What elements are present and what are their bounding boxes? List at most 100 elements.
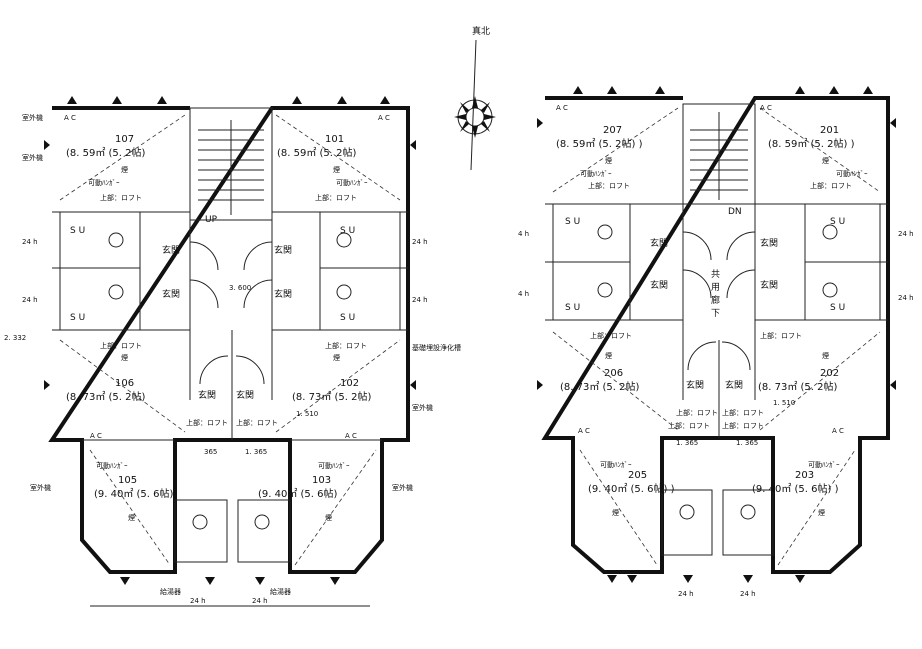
su-label: S U <box>565 303 580 313</box>
room-205-number: 205 <box>628 470 647 481</box>
smoke-detector-icon: 煙 <box>128 513 135 522</box>
smoke-detector-icon: 煙 <box>121 353 128 362</box>
ac-label: A C <box>578 427 590 435</box>
room-102-number: 102 <box>340 378 359 389</box>
movable-hanger-label: 可動ﾊﾝｶﾞｰ <box>88 178 120 187</box>
entrance-label: 玄関 <box>236 389 254 401</box>
outdoor-unit-label: 室外機 <box>22 113 43 122</box>
entrance-label: 玄関 <box>650 279 668 291</box>
ac-label: A C <box>90 432 102 440</box>
ventilation-24h-label: 24 h <box>252 597 268 605</box>
smoke-detector-icon: 煙 <box>822 351 829 360</box>
ventilation-24h-label: 24 h <box>190 597 206 605</box>
su-label: S U <box>830 217 845 227</box>
ventilation-24h-label: 24 h <box>22 296 38 304</box>
ac-label: A C <box>832 427 844 435</box>
upper-loft-label: 上部：ロフト <box>325 341 367 350</box>
ac-label: A C <box>378 114 390 122</box>
outdoor-unit-label: 室外機 <box>30 483 51 492</box>
entrance-label: 玄関 <box>650 237 668 249</box>
upper-loft-label: 上部：ロフト <box>676 408 718 417</box>
entrance-label: 玄関 <box>274 244 292 256</box>
entrance-label: 玄関 <box>198 389 216 401</box>
water-heater-label: 給湯器 <box>270 587 291 596</box>
shared-corridor-label: 廊 <box>711 294 720 306</box>
upper-loft-label: 上部：ロフト <box>590 331 632 340</box>
dimension-label: 1. 365 <box>676 439 698 447</box>
room-205-area: (9. 40㎡ (5. 6帖) ) <box>588 482 675 495</box>
room-201-area: (8. 59㎡ (5. 2帖) ) <box>768 137 855 150</box>
smoke-detector-icon: 煙 <box>333 165 340 174</box>
foundation-tank-label: 基礎埋設浄化槽 <box>412 343 461 352</box>
floor-2-plan: DN 共 用 廊 下 207 (8. 59㎡ (5. 2帖) ) <box>518 86 914 598</box>
upper-loft-label: 上部：ロフト <box>722 421 764 430</box>
room-202-area: (8. 73㎡ (5. 2帖) <box>758 380 838 393</box>
room-207-area: (8. 59㎡ (5. 2帖) ) <box>556 137 643 150</box>
room-207-number: 207 <box>603 125 622 136</box>
upper-loft-label: 上部：ロフト <box>588 181 630 190</box>
upper-loft-label: 上部：ロフト <box>100 341 142 350</box>
outdoor-unit-label: 室外機 <box>22 153 43 162</box>
smoke-detector-icon: 煙 <box>822 156 829 165</box>
true-north-label: 真北 <box>472 25 490 37</box>
ac-label: A C <box>760 104 772 112</box>
entrance-label: 玄関 <box>162 244 180 256</box>
entrance-label: 玄関 <box>760 279 778 291</box>
smoke-detector-icon: 煙 <box>605 351 612 360</box>
room-206-area: (8. 73㎡ (5. 2帖) <box>560 380 640 393</box>
room-203-number: 203 <box>795 470 814 481</box>
upper-loft-label: 上部：ロフト <box>810 181 852 190</box>
su-label: S U <box>70 226 85 236</box>
room-106-area: (8. 73㎡ (5. 2帖) <box>66 390 146 403</box>
ventilation-24h-label: 24 h <box>898 294 914 302</box>
movable-hanger-label: 可動ﾊﾝｶﾞｰ <box>836 169 868 178</box>
ventilation-24h-label: 24 h <box>678 590 694 598</box>
smoke-detector-icon: 煙 <box>612 508 619 517</box>
movable-hanger-label: 可動ﾊﾝｶﾞｰ <box>96 461 128 470</box>
entrance-label: 玄関 <box>686 379 704 391</box>
room-105-number: 105 <box>118 475 137 486</box>
room-106-number: 106 <box>115 378 134 389</box>
ventilation-4h-label: 4 h <box>518 290 529 298</box>
ventilation-24h-label: 24 h <box>412 238 428 246</box>
room-101-area: (8. 59㎡ (5. 2帖) <box>277 146 357 159</box>
upper-loft-label: 上部：ロフト <box>186 418 228 427</box>
dimension-label: 3. 600 <box>229 284 251 292</box>
movable-hanger-label: 可動ﾊﾝｶﾞｰ <box>808 460 840 469</box>
entrance-label: 玄関 <box>162 288 180 300</box>
room-105-area: (9. 40㎡ (5. 6帖) <box>94 487 174 500</box>
room-103-area: (9. 40㎡ (5. 6帖) <box>258 487 338 500</box>
smoke-detector-icon: 煙 <box>605 156 612 165</box>
upper-loft-label: 上部：ロフト <box>760 331 802 340</box>
su-label: S U <box>830 303 845 313</box>
ventilation-4h-label: 4 h <box>518 230 529 238</box>
dimension-label: 2. 332 <box>4 334 26 342</box>
ventilation-24h-label: 24 h <box>22 238 38 246</box>
room-103-number: 103 <box>312 475 331 486</box>
room-107-number: 107 <box>115 134 134 145</box>
smoke-detector-icon: 煙 <box>818 508 825 517</box>
room-107-area: (8. 59㎡ (5. 2帖) <box>66 146 146 159</box>
entrance-label: 玄関 <box>725 379 743 391</box>
upper-loft-label: 上部：ロフト <box>236 418 278 427</box>
su-label: S U <box>340 226 355 236</box>
room-206-number: 206 <box>604 368 623 379</box>
shared-corridor-label: 共 <box>711 269 720 280</box>
movable-hanger-label: 可動ﾊﾝｶﾞｰ <box>336 178 368 187</box>
upper-loft-label: 上部：ロフト <box>100 193 142 202</box>
outdoor-unit-label: 室外機 <box>412 403 433 412</box>
ventilation-24h-label: 24 h <box>412 296 428 304</box>
shared-corridor-label: 用 <box>711 282 720 293</box>
dimension-label: 1. 510 <box>296 410 318 418</box>
smoke-detector-icon: 煙 <box>325 513 332 522</box>
floor-1-plan: UP 107 (8. 59㎡ (5. 2帖) 101 <box>4 96 461 607</box>
shared-corridor-label: 下 <box>711 309 720 319</box>
upper-loft-label: 上部：ロフト <box>668 421 710 430</box>
upper-loft-label: 上部：ロフト <box>722 408 764 417</box>
ventilation-24h-label: 24 h <box>898 230 914 238</box>
ac-label: A C <box>64 114 76 122</box>
dimension-label: 1. 510 <box>773 399 795 407</box>
compass: 真北 <box>454 25 496 171</box>
entrance-label: 玄関 <box>760 237 778 249</box>
su-label: S U <box>340 313 355 323</box>
